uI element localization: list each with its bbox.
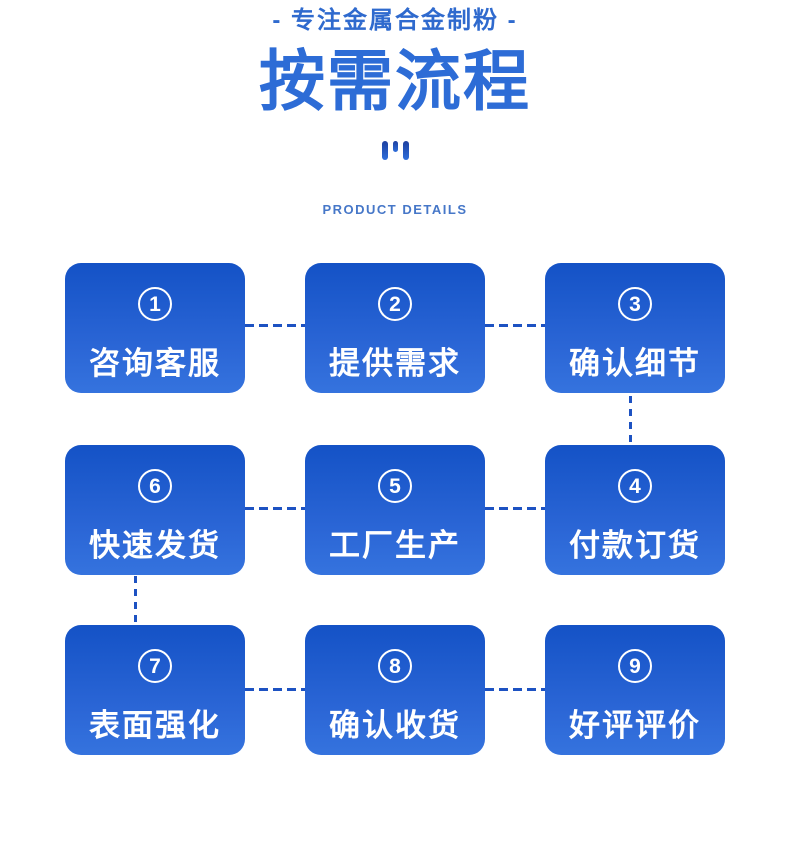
- flow-card-confirm-details: 3 确认细节: [545, 263, 725, 393]
- subtitle-product-details: PRODUCT DETAILS: [322, 201, 468, 217]
- step-number-badge: 6: [138, 469, 172, 503]
- step-number-badge: 2: [378, 287, 412, 321]
- step-number-badge: 4: [618, 469, 652, 503]
- flow-card-production: 5 工厂生产: [305, 445, 485, 575]
- step-label: 好评评价: [569, 708, 701, 743]
- step-number-badge: 7: [138, 649, 172, 683]
- flow-card-review: 9 好评评价: [545, 625, 725, 755]
- flow-card-shipping: 6 快速发货: [65, 445, 245, 575]
- connector-dashed-8-9: [485, 688, 545, 691]
- connector-dashed-1-2: [245, 324, 305, 327]
- tagline: - 专注金属合金制粉 -: [272, 7, 518, 34]
- connector-dashed-6-7: [134, 576, 137, 624]
- flow-card-requirements: 2 提供需求: [305, 263, 485, 393]
- step-label: 付款订货: [569, 528, 701, 563]
- connector-dashed-3-4: [629, 396, 632, 444]
- flow-card-payment: 4 付款订货: [545, 445, 725, 575]
- step-label: 快速发货: [89, 528, 221, 563]
- step-number-badge: 5: [378, 469, 412, 503]
- connector-dashed-5-6: [245, 507, 305, 510]
- step-label: 表面强化: [89, 708, 221, 743]
- bar-right: [402, 140, 409, 160]
- step-label: 工厂生产: [329, 528, 461, 563]
- step-number-badge: 1: [138, 287, 172, 321]
- flow-card-receipt: 8 确认收货: [305, 625, 485, 755]
- step-label: 确认细节: [569, 346, 701, 381]
- connector-dashed-7-8: [245, 688, 305, 691]
- bar-middle: [392, 140, 398, 152]
- flow-card-surface: 7 表面强化: [65, 625, 245, 755]
- bar-left: [381, 140, 388, 160]
- step-label: 咨询客服: [89, 346, 221, 381]
- connector-dashed-4-5: [485, 507, 545, 510]
- step-label: 确认收货: [329, 708, 461, 743]
- step-number-badge: 9: [618, 649, 652, 683]
- step-number-badge: 3: [618, 287, 652, 321]
- connector-dashed-2-3: [485, 324, 545, 327]
- step-label: 提供需求: [329, 346, 461, 381]
- bars-icon: [0, 140, 790, 161]
- flow-card-consult: 1 咨询客服: [65, 263, 245, 393]
- page-title: 按需流程: [259, 43, 531, 118]
- step-number-badge: 8: [378, 649, 412, 683]
- header-section: - 专注金属合金制粉 - 按需流程 PRODUCT DETAILS: [0, 0, 790, 217]
